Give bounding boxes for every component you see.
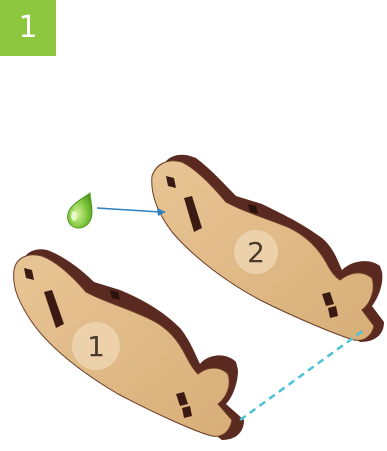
part-2-label-circle: [234, 230, 278, 274]
glue-drop-icon: [67, 191, 93, 229]
step-number-badge: 1: [0, 0, 56, 56]
part-1-label: 1: [87, 330, 105, 363]
alignment-dashed-line: [239, 328, 365, 422]
wood-part-2: 2: [151, 154, 384, 342]
apply-glue-arrow: [96, 207, 166, 216]
part-2-label: 2: [247, 236, 265, 269]
step-number: 1: [18, 10, 38, 45]
part-1-label-circle: [72, 322, 120, 370]
wood-part-1: 1: [13, 249, 244, 440]
